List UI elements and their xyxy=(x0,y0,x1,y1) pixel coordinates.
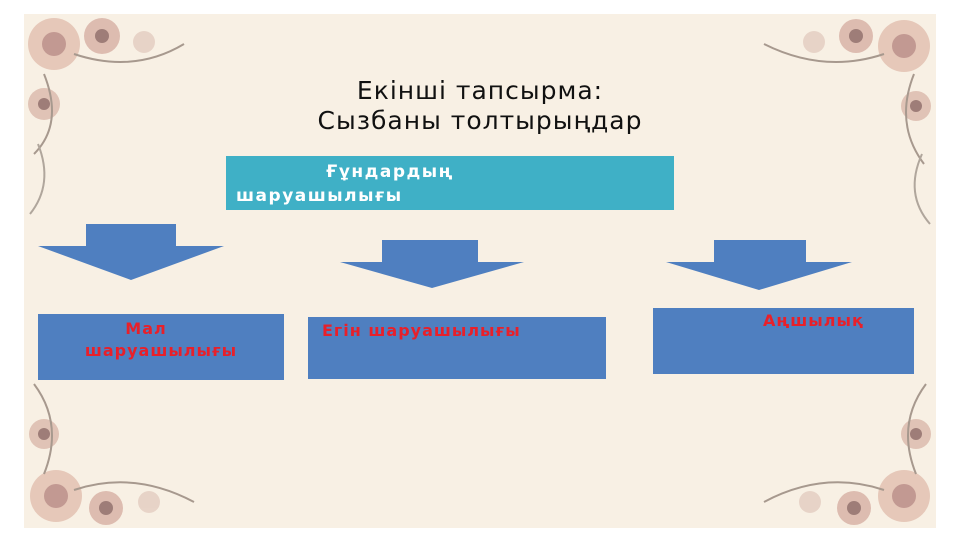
answer-box-farming-line1: Егін шаруашылығы xyxy=(322,321,521,340)
corner-flowers-top-right xyxy=(763,19,931,225)
answer-box-livestock: Мал шаруашылығы xyxy=(38,314,284,380)
answer-box-livestock-line1: Мал xyxy=(125,319,167,338)
slide-title-line1: Екінші тапсырма: xyxy=(356,76,604,105)
header-box: Ғұндардың шаруашылығы xyxy=(226,156,674,210)
answer-box-farming: Егін шаруашылығы xyxy=(308,317,606,379)
slide: Екінші тапсырма: Сызбаны толтырыңдар Ғұн… xyxy=(24,14,936,528)
header-box-line2: шаруашылығы xyxy=(236,186,403,206)
corner-flowers-bottom-right xyxy=(763,383,931,525)
corner-flowers-top-left xyxy=(28,18,185,215)
arrow-down-right xyxy=(666,240,852,290)
answer-box-hunting-line1: Аңшылық xyxy=(763,311,864,330)
header-box-line1: Ғұндардың xyxy=(326,162,454,182)
arrow-down-left xyxy=(38,224,224,280)
floral-frame-decoration xyxy=(28,18,931,525)
slide-title-line2: Сызбаны толтырыңдар xyxy=(317,106,643,135)
corner-flowers-bottom-left xyxy=(29,383,195,525)
arrow-down-center xyxy=(340,240,524,288)
answer-box-livestock-line2: шаруашылығы xyxy=(84,341,238,360)
answer-box-hunting: Аңшылық xyxy=(653,308,914,374)
